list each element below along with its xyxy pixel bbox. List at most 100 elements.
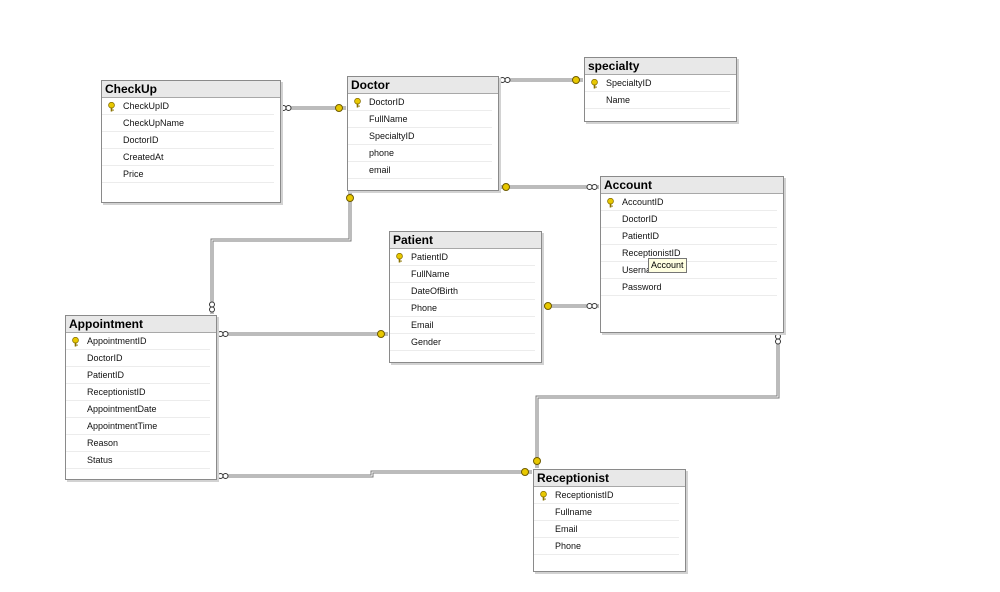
primary-key-icon [539,490,548,501]
column-row[interactable]: AppointmentID [66,333,210,350]
column-row[interactable]: FullName [390,266,535,283]
primary-key-icon [395,252,404,263]
column-label: Phone [555,541,582,551]
many-end-icon [586,184,598,190]
column-row[interactable]: Email [390,317,535,334]
primary-key-icon [71,336,80,347]
column-row[interactable]: Phone [390,300,535,317]
column-row[interactable]: PatientID [390,249,535,266]
column-label: Password [622,282,662,292]
column-label: AppointmentTime [87,421,158,431]
column-row[interactable]: AccountID [601,194,777,211]
one-end-key-icon [377,330,385,338]
rel-appointment-receptionist[interactable] [216,470,532,478]
column-label: SpecialtyID [606,78,652,88]
one-end-key-icon [533,457,541,465]
column-label: AppointmentID [87,336,147,346]
column-label: Email [555,524,578,534]
many-end-icon [217,473,229,479]
one-end-key-icon [572,76,580,84]
one-end-key-icon [544,302,552,310]
column-label: PatientID [622,231,660,241]
many-end-icon [280,105,292,111]
column-row[interactable]: AppointmentDate [66,401,210,418]
column-row[interactable]: email [348,162,492,179]
column-label: PatientID [411,252,449,262]
column-label: Gender [411,337,442,347]
many-end-icon [217,331,229,337]
column-label: FullName [369,114,408,124]
table-title: Account [601,177,783,194]
rel-appointment-doctor-inner [211,190,351,314]
column-row[interactable]: SpecialtyID [348,128,492,145]
column-row[interactable]: Price [102,166,274,183]
column-row[interactable]: Password [601,279,777,296]
column-row[interactable]: FullName [348,111,492,128]
column-label: DoctorID [622,214,658,224]
column-label: SpecialtyID [369,131,415,141]
column-row[interactable]: Phone [534,538,679,555]
table-title: CheckUp [102,81,280,98]
one-end-key-icon [346,194,354,202]
column-label: ReceptionistID [555,490,614,500]
column-row[interactable]: PatientID [601,228,777,245]
column-label: DoctorID [87,353,123,363]
column-row[interactable]: DoctorID [102,132,274,149]
column-row[interactable]: DateOfBirth [390,283,535,300]
column-row[interactable]: phone [348,145,492,162]
column-label: email [369,165,391,175]
table-title: Receptionist [534,470,685,487]
column-label: Phone [411,303,438,313]
column-label: DoctorID [123,135,159,145]
column-row[interactable]: ReceptionistID [66,384,210,401]
column-row[interactable]: DoctorID [66,350,210,367]
tooltip: Account [648,258,687,273]
many-end-icon [775,333,781,345]
primary-key-icon [353,97,362,108]
column-row[interactable]: Fullname [534,504,679,521]
column-row[interactable]: Email [534,521,679,538]
column-row[interactable]: CheckUpID [102,98,274,115]
column-label: FullName [411,269,450,279]
column-row[interactable]: Name [585,92,730,109]
table-title: Appointment [66,316,216,333]
column-label: phone [369,148,395,158]
column-row[interactable]: DoctorID [601,211,777,228]
column-label: Email [411,320,434,330]
column-row[interactable]: SpecialtyID [585,75,730,92]
column-row[interactable]: CheckUpName [102,115,274,132]
column-row[interactable]: ReceptionistID [601,245,777,262]
column-row[interactable]: Userna [601,262,777,279]
column-row[interactable]: Gender [390,334,535,351]
column-row[interactable]: AppointmentTime [66,418,210,435]
column-label: Price [123,169,144,179]
column-row[interactable]: Status [66,452,210,469]
column-row[interactable]: PatientID [66,367,210,384]
table-title: specialty [585,58,736,75]
column-label: Userna [622,265,652,275]
many-end-icon [586,303,598,309]
column-label: CheckUpID [123,101,170,111]
column-label: Status [87,455,113,465]
column-row[interactable]: CreatedAt [102,149,274,166]
column-row[interactable]: Reason [66,435,210,452]
column-label: DateOfBirth [411,286,459,296]
column-row[interactable]: DoctorID [348,94,492,111]
one-end-key-icon [335,104,343,112]
column-label: Reason [87,438,119,448]
column-label: ReceptionistID [87,387,146,397]
rel-account-receptionist-inner [536,332,779,468]
column-label: ReceptionistID [622,248,681,258]
column-row[interactable]: ReceptionistID [534,487,679,504]
rel-appointment-doctor[interactable] [210,190,352,314]
column-label: PatientID [87,370,125,380]
rel-account-receptionist[interactable] [535,332,780,468]
column-label: Fullname [555,507,593,517]
